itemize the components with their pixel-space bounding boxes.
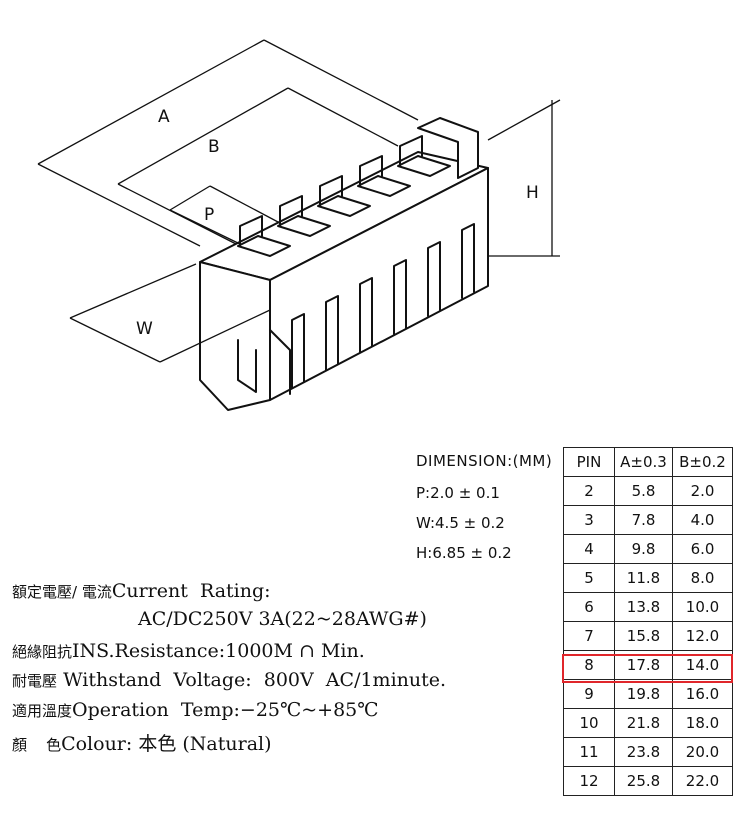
cell-a: 19.8 [614,679,673,709]
spec-width: W:4.5 ± 0.2 [416,514,505,532]
cell-pin: 12 [563,766,615,796]
cell-a: 11.8 [614,563,673,593]
dim-label-w: W [136,319,153,339]
cell-a: 25.8 [614,766,673,796]
cell-pin: 11 [563,737,615,767]
cell-a: 13.8 [614,592,673,622]
cell-b: 6.0 [672,534,733,564]
cell-a: 7.8 [614,505,673,535]
cell-a: 21.8 [614,708,673,738]
cell-b: 2.0 [672,476,733,506]
rating-operation-temp: 適用溫度Operation Temp:−25℃~+85℃ [12,699,379,721]
col-header-pin: PIN [563,447,615,477]
rating-insulation: 絕緣阻抗INS.Resistance:1000M ∩ Min. [12,640,365,662]
cell-pin: 2 [563,476,615,506]
rating-colour: 顏 色Colour: 本色 (Natural) [12,733,272,755]
cell-pin: 6 [563,592,615,622]
table-header-row: PIN A±0.3 B±0.2 [563,447,733,477]
dim-label-h: H [526,183,539,203]
cell-pin: 9 [563,679,615,709]
housing-front-face [199,261,271,411]
col-header-b: B±0.2 [672,447,733,477]
cell-a: 15.8 [614,621,673,651]
cell-b: 8.0 [672,563,733,593]
connector-drawing: A B P W H [37,39,561,411]
cell-pin: 7 [563,621,615,651]
cell-b: 4.0 [672,505,733,535]
rating-current: 額定電壓/ 電流Current Rating: [12,580,271,602]
dim-label-a: A [158,107,170,127]
housing-side-face [269,167,489,401]
cell-b: 16.0 [672,679,733,709]
cell-pin: 8 [563,650,615,680]
dimension-header: DIMENSION:(MM) [416,452,553,470]
dim-label-p: P [204,205,214,225]
rating-withstand: 耐電壓 Withstand Voltage: 800V AC/1minute. [12,669,447,691]
cell-b: 18.0 [672,708,733,738]
cell-b: 12.0 [672,621,733,651]
cell-a: 17.8 [614,650,673,680]
latch [417,117,479,179]
dim-label-b: B [208,137,220,157]
cell-pin: 5 [563,563,615,593]
cell-b: 20.0 [672,737,733,767]
spec-pitch: P:2.0 ± 0.1 [416,484,500,502]
cell-a: 9.8 [614,534,673,564]
cell-a: 5.8 [614,476,673,506]
cell-b: 22.0 [672,766,733,796]
cell-b: 14.0 [672,650,733,680]
cell-pin: 4 [563,534,615,564]
cell-a: 23.8 [614,737,673,767]
cell-pin: 3 [563,505,615,535]
col-header-a: A±0.3 [614,447,673,477]
cell-pin: 10 [563,708,615,738]
spec-height: H:6.85 ± 0.2 [416,544,512,562]
rating-voltage-current: AC/DC250V 3A(22~28AWG#) [138,608,427,630]
cell-b: 10.0 [672,592,733,622]
